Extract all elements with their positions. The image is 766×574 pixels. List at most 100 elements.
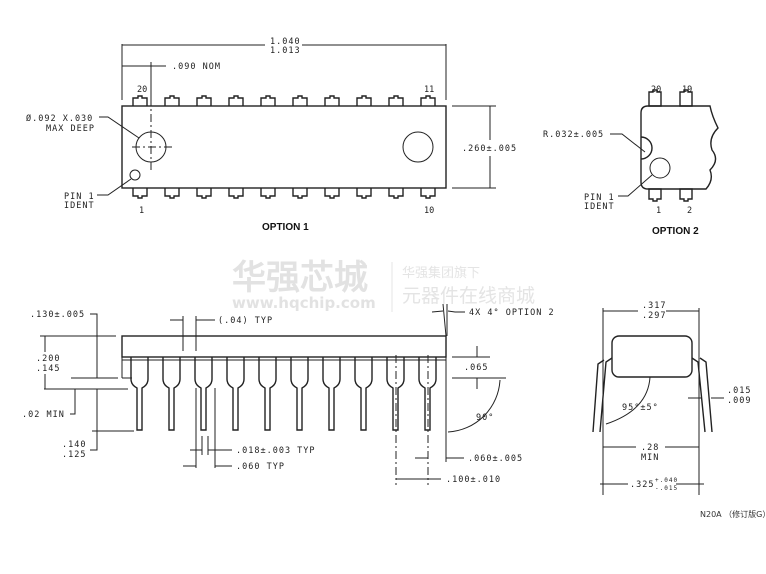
bottom-pin [196,188,212,199]
draft-ext-1 [442,303,447,337]
standoff-dim [70,389,76,415]
shoulder-lead-label: .060 TYP [236,462,285,472]
overall-length-min: 1.013 [270,46,301,56]
lead-angle-arc [605,376,651,425]
top-pin [292,95,308,106]
pin-offset-label: .090 NOM [172,62,221,72]
lead-width-label: .018±.003 TYP [236,446,316,456]
option2-pin-label-19: 19 [682,85,692,95]
pin1-ident-label: PIN 1 [64,192,95,202]
angle-label: 90° [476,413,494,423]
pin-label-11: 11 [424,85,434,95]
overall-length-max: 1.040 [270,37,301,47]
seat-height-dim [90,313,98,378]
option2-title: OPTION 2 [652,226,699,237]
top-pin [356,95,372,106]
top-pin [228,95,244,106]
top-pin [196,95,212,106]
lead-thickness-min: .009 [727,396,751,406]
watermark-tagline-1: 华强集团旗下 [402,265,480,281]
bottom-pin [228,188,244,199]
end-lead-right-outer [699,357,713,433]
height-max-label: .200 [36,354,60,364]
end-body-width-min: .297 [642,311,666,321]
bottom-pin [324,188,340,199]
option2-pin-2 [679,188,693,202]
row-spacing-tol-plus: +.040 [655,477,678,484]
option2-pin-label-2: 2 [687,206,692,216]
side-lead [258,357,277,431]
pin1-ident-dot [129,169,141,181]
draft-label: 4X 4° OPTION 2 [469,308,555,318]
side-view: (.04) TYP .130±.005 .200 .145 .02 MIN .1… [22,303,555,485]
pin-label-1: 1 [139,206,144,216]
height-min-label: .145 [36,364,60,374]
shoulder-height-label: .065 [464,363,488,373]
option2-pin-label-1: 1 [656,206,661,216]
ejector-leader [99,116,140,139]
bottom-pin [164,188,180,199]
option2-pin-19 [679,89,693,107]
pin1-leader [97,178,132,196]
side-view-leads [130,357,437,431]
bottom-pin [420,188,436,199]
pin-label-20: 20 [137,85,147,95]
side-lead [162,357,181,431]
ejector-hole-right [402,131,434,163]
option2-pin-20 [648,89,662,107]
side-lead [322,357,341,431]
option2-body [640,105,719,190]
lead-length-max: .140 [62,440,86,450]
body-width-label: .260±.005 [462,144,517,154]
side-lead [194,357,213,431]
top-view-option1: 1.040 1.013 .090 NOM 20 11 1 10 Ø.092 X.… [26,37,517,233]
top-view-pins [132,95,436,199]
side-lead [290,357,309,431]
top-pin [324,95,340,106]
option2-radius-notch [640,136,653,160]
pin1-ident-label-2: IDENT [64,201,95,211]
drawing-ref: N20A （修订版G） [700,509,766,519]
angle-arc [447,379,501,433]
bottom-pin [292,188,308,199]
watermark-tagline-2: 元器件在线商城 [402,285,535,307]
row-spacing-tol-minus: -.015 [655,485,678,492]
option2-radius-leader [610,133,646,153]
top-pin [388,95,404,106]
option2-view: 20 19 1 2 R.032±.005 PIN 1 IDENT OPTION … [543,85,719,237]
watermark: 华强芯城 www.hqchip.com 华强集团旗下 元器件在线商城 [232,258,535,312]
draft-arrow-r [447,310,465,313]
lead-spacing-label: .28 [641,443,659,453]
bottom-pin [356,188,372,199]
option2-pin-1 [648,188,662,202]
end-view-body [611,335,693,378]
watermark-brand: 华强芯城 [232,258,368,298]
option2-pin1-leader [618,174,653,197]
option1-title: OPTION 1 [262,222,309,233]
option2-pin-label-20: 20 [651,85,661,95]
lead-spacing-note: MIN [641,453,659,463]
seat-height-label: .130±.005 [30,310,85,320]
ejector-hole-depth: MAX DEEP [46,124,95,134]
end-lead-right [691,357,706,433]
top-pin [420,95,436,106]
lead-angle-label: 95°±5° [622,403,659,413]
bottom-pin [132,188,148,199]
side-lead [226,357,245,431]
row-spacing-label: .325 [630,480,654,490]
standoff-label: .02 MIN [22,410,65,420]
end-offset-label: .060±.005 [468,454,523,464]
watermark-url: www.hqchip.com [232,294,376,312]
lead-length-dim [90,389,98,451]
top-pin [164,95,180,106]
option2-pin1-dot [649,157,671,179]
end-lead-left-outer [592,359,605,433]
lead-thickness-max: .015 [727,386,751,396]
option2-pin1-label: PIN 1 [584,193,615,203]
end-body-width-max: .317 [642,301,666,311]
ejector-hole-spec: Ø.092 X.030 [26,113,93,124]
top-pin [260,95,276,106]
draft-arrow-l [431,310,444,313]
bottom-pin [260,188,276,199]
